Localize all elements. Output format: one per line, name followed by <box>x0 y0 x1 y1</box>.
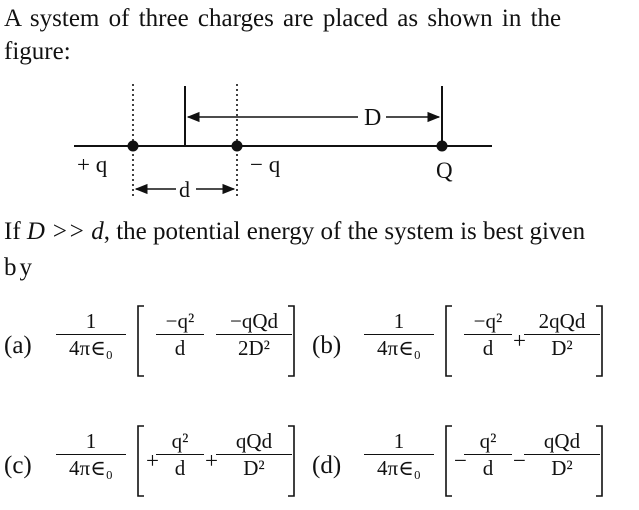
question-line-3-prefix: If <box>4 218 27 245</box>
d-small-label: d <box>179 177 190 202</box>
bracket-group <box>445 425 603 497</box>
prefactor-fraction-denominator: 4π∈₀ <box>364 454 434 481</box>
charge-mid-label: − q <box>250 152 281 177</box>
charge-left-label: + q <box>77 152 108 177</box>
prefactor-fraction-numerator: 1 <box>393 309 405 333</box>
term1-sign: − <box>454 448 467 473</box>
term1-sign: + <box>146 448 159 473</box>
question-line-2: figure: <box>4 38 71 65</box>
bracket-group <box>137 425 295 497</box>
question-condition: D >> d <box>26 218 104 245</box>
prefactor-fraction-numerator: 1 <box>393 429 405 453</box>
term1-fraction-numerator: q² <box>171 429 189 453</box>
charge-dot-left <box>127 140 139 152</box>
term1-fraction-numerator: −q² <box>473 309 503 333</box>
question-line-3: If D >> d, the potential energy of the s… <box>4 218 585 246</box>
charge-arrangement-figure: D d + q − q Q <box>74 84 492 202</box>
question-line-3-suffix: , the potential energy of the system is … <box>103 218 586 245</box>
term2-sign: − <box>513 448 526 473</box>
option-label: (b) <box>312 332 342 359</box>
term1-fraction-denominator: d <box>464 454 512 481</box>
term2-fraction-numerator: qQd <box>543 429 581 453</box>
option-label: (c) <box>4 452 32 479</box>
option-label: (d) <box>312 452 342 479</box>
prefactor-fraction-denominator: 4π∈₀ <box>56 454 126 481</box>
term1-fraction-denominator: d <box>156 454 204 481</box>
term1-fraction-numerator: q² <box>479 429 497 453</box>
charge-dot-mid <box>231 140 243 152</box>
prefactor-fraction-numerator: 1 <box>85 429 97 453</box>
d-big-label: D <box>364 105 381 131</box>
bracket-group <box>137 305 295 377</box>
term2-fraction-denominator: D² <box>216 454 292 481</box>
question-line-4: by <box>4 254 35 281</box>
option-label: (a) <box>4 332 32 359</box>
term2-fraction-numerator: 2qQd <box>538 309 586 333</box>
prefactor-fraction-denominator: 4π∈₀ <box>364 334 434 361</box>
term2-sign: + <box>205 448 218 473</box>
term1-fraction-denominator: d <box>156 334 204 361</box>
question-line-1: A system of three charges are placed as … <box>4 5 562 32</box>
term2-fraction-denominator: D² <box>524 454 600 481</box>
term1-fraction-denominator: d <box>464 334 512 361</box>
term2-fraction-denominator: 2D² <box>216 334 292 361</box>
bracket-group <box>445 305 603 377</box>
term2-fraction-numerator: −qQd <box>229 309 278 333</box>
term1-fraction-numerator: −q² <box>165 309 195 333</box>
prefactor-fraction-denominator: 4π∈₀ <box>56 334 126 361</box>
charge-right-label: Q <box>436 158 453 183</box>
term2-fraction-numerator: qQd <box>235 429 273 453</box>
term2-sign: + <box>513 328 526 353</box>
term2-fraction-denominator: D² <box>524 334 600 361</box>
charge-dot-right <box>436 140 448 152</box>
prefactor-fraction-numerator: 1 <box>85 309 97 333</box>
